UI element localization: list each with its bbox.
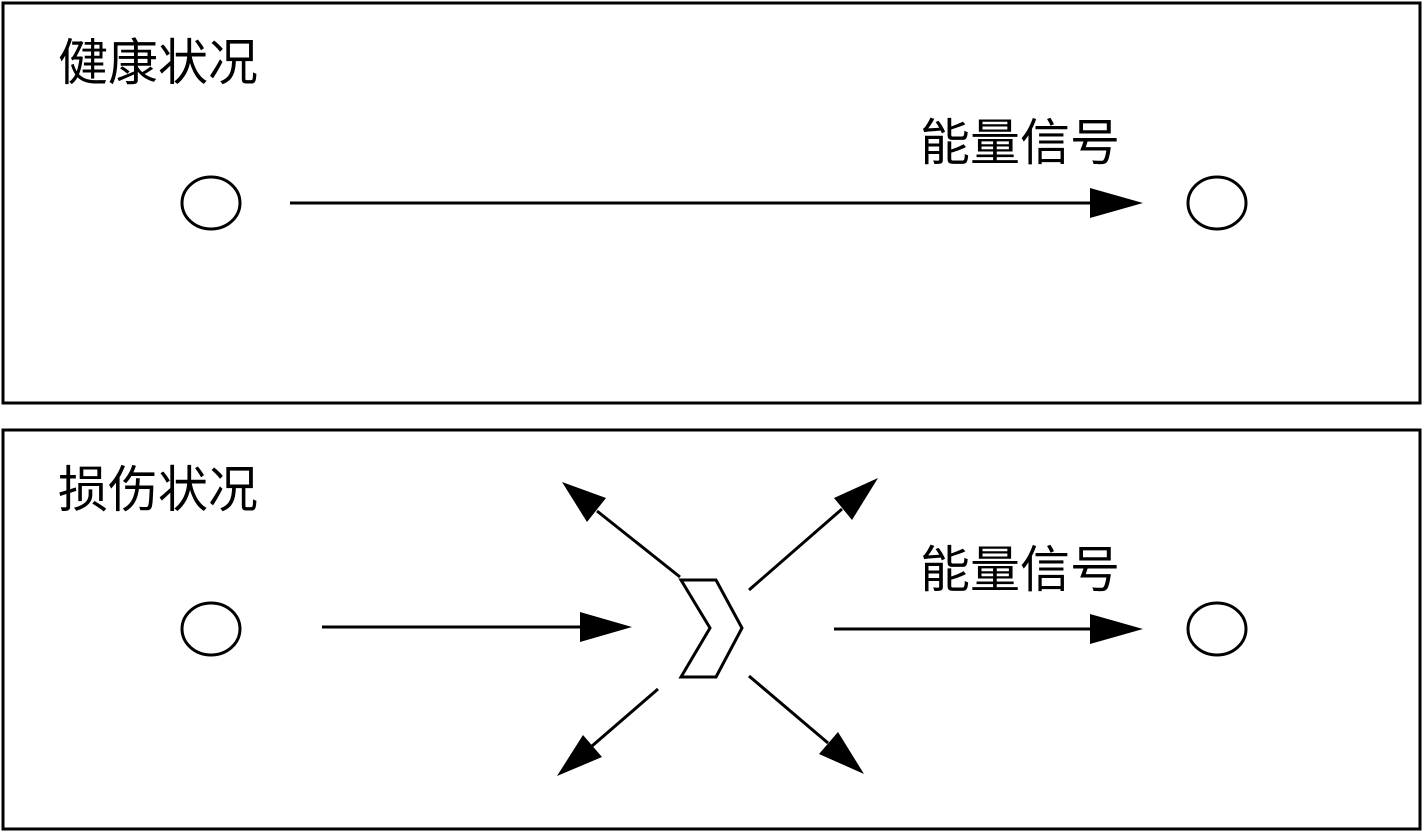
healthy-signal-arrow [290, 188, 1143, 218]
healthy-panel-title: 健康状况 [58, 34, 258, 92]
damaged-receiver-node-icon [1186, 601, 1248, 657]
scatter-arrow-upper-right [748, 478, 878, 592]
scatter-arrow-lower-right [748, 674, 864, 774]
chevron-defect-icon [678, 578, 744, 679]
healthy-panel: 健康状况 能量信号 [1, 1, 1422, 405]
transmitted-signal-arrow [834, 614, 1143, 644]
healthy-receiver-node-icon [1186, 175, 1248, 231]
healthy-signal-label: 能量信号 [920, 114, 1120, 172]
damaged-source-node-icon [180, 601, 242, 657]
damaged-panel: 损伤状况 能量信号 [1, 428, 1422, 831]
healthy-source-node-icon [180, 175, 242, 231]
damaged-signal-label: 能量信号 [920, 541, 1120, 599]
incident-signal-arrow [322, 612, 632, 642]
scatter-arrow-upper-left [562, 482, 681, 579]
scatter-arrow-lower-left [557, 687, 659, 776]
damaged-panel-title: 损伤状况 [58, 461, 258, 519]
